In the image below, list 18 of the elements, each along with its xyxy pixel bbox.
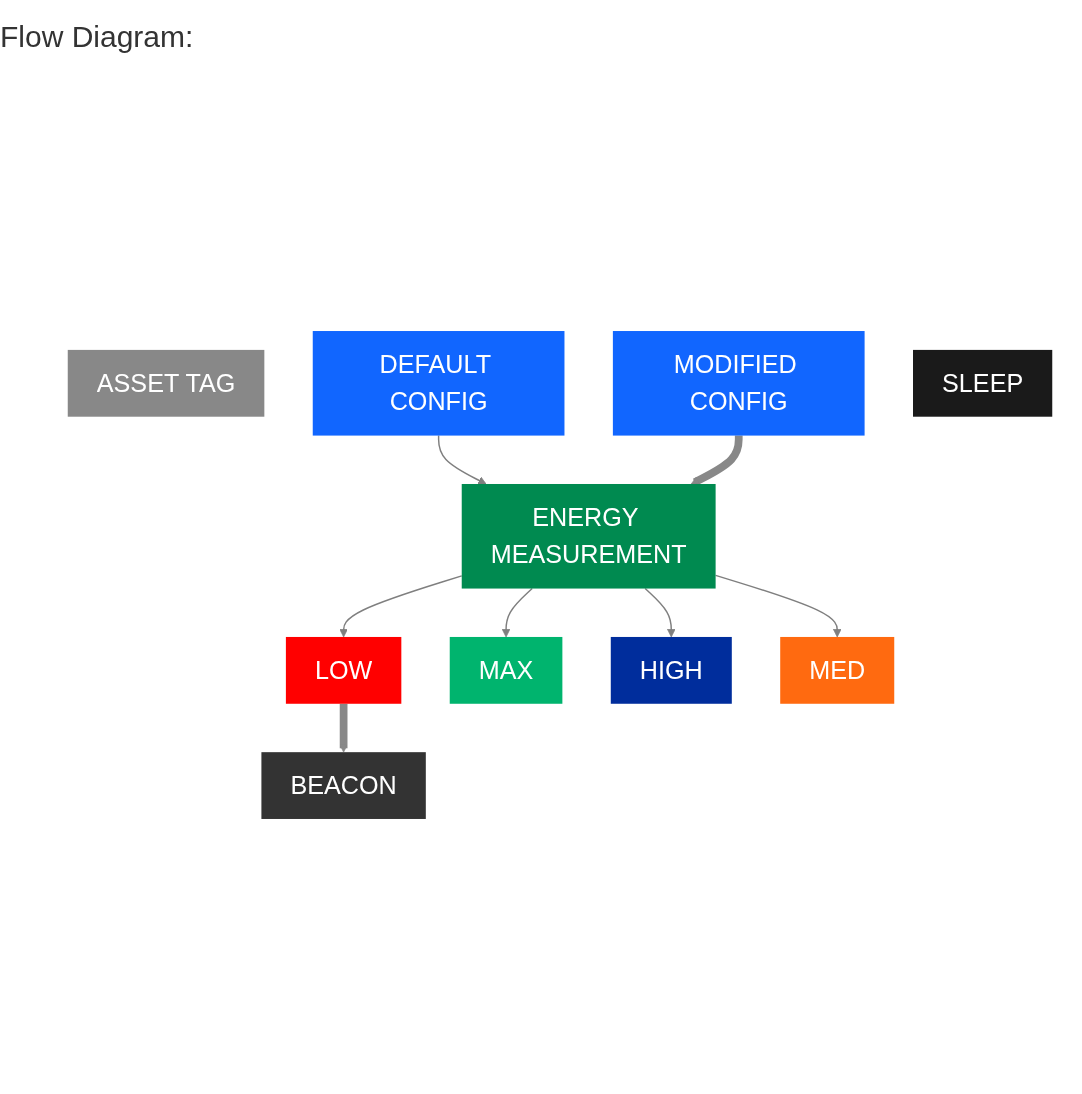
arrow	[644, 587, 676, 638]
node-box: DEFAULT CONFIG	[312, 331, 565, 436]
arrow	[339, 703, 348, 753]
node-box: MODIFIED CONFIG	[612, 331, 865, 436]
node-box: BEACON	[261, 752, 426, 819]
node-box: MAX	[449, 636, 563, 704]
arrow	[437, 434, 487, 485]
node-box: ENERGY MEASUREMENT	[461, 484, 716, 589]
arrow	[501, 587, 533, 638]
node-box: ASSET TAG	[67, 349, 265, 417]
diagram-title: Flow Diagram:	[0, 20, 194, 54]
node-box: LOW	[285, 636, 402, 704]
arrow	[690, 435, 743, 486]
arrow	[339, 575, 463, 638]
node-box: SLEEP	[913, 349, 1053, 417]
node-box: MED	[780, 636, 895, 704]
arrow	[714, 574, 842, 638]
node-box: HIGH	[610, 636, 732, 704]
